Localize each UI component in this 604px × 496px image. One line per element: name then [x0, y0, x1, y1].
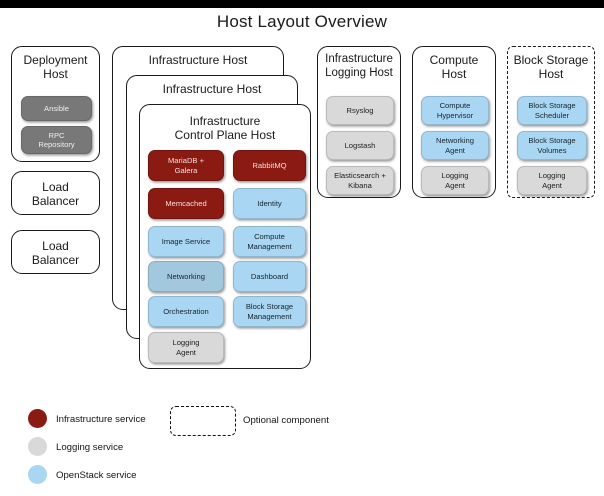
top-black-bar — [0, 0, 604, 8]
service-dashboard: Dashboard — [233, 261, 306, 292]
service-orchestration: Orchestration — [148, 296, 224, 327]
legend-swatch-logging-service — [28, 437, 47, 456]
service-logging-agent: Logging Agent — [517, 166, 587, 195]
service-rpc-repository: RPC Repository — [21, 126, 92, 154]
service-logging-agent: Logging Agent — [148, 332, 224, 363]
host-title: Load Balancer — [31, 239, 80, 267]
host-load-balancer-1: Load Balancer — [11, 171, 100, 215]
host-compute-host: Compute Host Compute Hypervisor Networki… — [412, 46, 496, 198]
service-networking-agent: Networking Agent — [421, 131, 489, 160]
host-title: Load Balancer — [31, 180, 80, 208]
service-mariadb-galera: MariaDB + Galera — [148, 150, 224, 181]
service-elasticsearch-kibana: Elasticsearch + Kibana — [326, 166, 394, 195]
service-image-service: Image Service — [148, 226, 224, 257]
legend-label-optional-component: Optional component — [243, 415, 329, 426]
legend-label-openstack-service: OpenStack service — [56, 470, 137, 481]
diagram-title: Host Layout Overview — [216, 12, 388, 31]
host-infrastructure-control-plane-host: Infrastructure Control Plane Host MariaD… — [139, 104, 311, 369]
service-identity: Identity — [233, 188, 306, 219]
service-block-storage-management: Block Storage Management — [233, 296, 306, 327]
host-title: Block Storage Host — [513, 53, 589, 81]
service-ansible: Ansible — [21, 96, 92, 121]
service-logstash: Logstash — [326, 131, 394, 160]
legend-swatch-openstack-service — [28, 465, 47, 484]
host-title: Deployment Host — [23, 53, 88, 81]
service-block-storage-volumes: Block Storage Volumes — [517, 131, 587, 160]
host-title: Infrastructure Control Plane Host — [174, 114, 276, 142]
host-title: Infrastructure Host — [162, 82, 262, 96]
service-networking: Networking — [148, 261, 224, 292]
service-rabbitmq: RabbitMQ — [233, 150, 306, 181]
legend-label-logging-service: Logging service — [56, 442, 124, 453]
service-logging-agent: Logging Agent — [421, 166, 489, 195]
host-load-balancer-2: Load Balancer — [11, 230, 100, 274]
legend-label-infrastructure-service: Infrastructure service — [56, 414, 146, 425]
legend-swatch-optional-component — [170, 406, 236, 436]
service-compute-hypervisor: Compute Hypervisor — [421, 96, 489, 125]
service-rsyslog: Rsyslog — [326, 96, 394, 125]
host-title: Infrastructure Logging Host — [325, 53, 393, 79]
service-block-storage-scheduler: Block Storage Scheduler — [517, 96, 587, 125]
service-memcached: Memcached — [148, 188, 224, 219]
host-deployment-host: Deployment Host Ansible RPC Repository — [11, 46, 100, 162]
host-block-storage-host: Block Storage Host Block Storage Schedul… — [507, 46, 595, 198]
host-title: Infrastructure Host — [148, 53, 248, 67]
host-infrastructure-logging-host: Infrastructure Logging Host Rsyslog Logs… — [317, 46, 401, 198]
service-compute-management: Compute Management — [233, 226, 306, 257]
host-title: Compute Host — [429, 53, 479, 81]
legend-swatch-infrastructure-service — [28, 409, 47, 428]
